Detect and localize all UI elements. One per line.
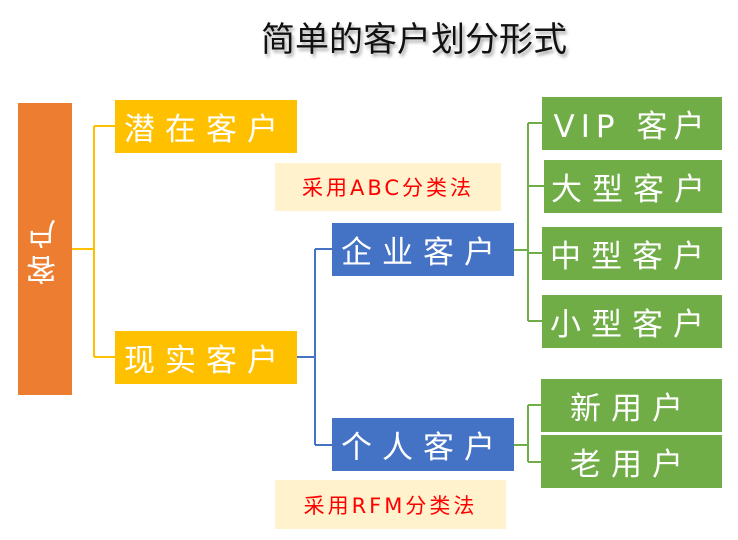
node-label: 潜在客户 bbox=[124, 112, 288, 148]
note-abc-method: 采用ABC分类法 bbox=[275, 163, 501, 211]
node-label: 小型客户 bbox=[550, 307, 714, 343]
node-actual-customer: 现实客户 bbox=[115, 331, 297, 384]
node-label: 企业客户 bbox=[341, 235, 505, 271]
node-enterprise-customer: 企业客户 bbox=[332, 223, 514, 276]
node-label: 中型客户 bbox=[550, 239, 714, 275]
node-new-user: 新用户 bbox=[541, 379, 722, 432]
note-text: 采用RFM分类法 bbox=[303, 493, 478, 518]
node-label: 现实客户 bbox=[124, 343, 288, 379]
root-connectors bbox=[72, 125, 115, 358]
note-text: 采用ABC分类法 bbox=[301, 176, 475, 200]
node-label: 新用户 bbox=[570, 391, 693, 427]
actual-connectors bbox=[297, 248, 332, 446]
node-large-customer: 大型客户 bbox=[544, 160, 722, 213]
individual-connectors bbox=[514, 404, 541, 463]
node-potential-customer: 潜在客户 bbox=[115, 100, 297, 153]
node-label: 老用户 bbox=[570, 447, 693, 483]
node-vip-customer: VIP 客户 bbox=[542, 97, 722, 150]
node-individual-customer: 个人客户 bbox=[332, 418, 514, 471]
node-old-user: 老用户 bbox=[541, 435, 722, 488]
enterprise-connectors bbox=[514, 122, 544, 322]
diagram-title: 简单的客户划分形式 bbox=[261, 20, 567, 60]
node-label: VIP 客户 bbox=[553, 109, 711, 145]
node-label: 大型客户 bbox=[551, 172, 715, 208]
node-label: 个人客户 bbox=[341, 430, 505, 466]
node-medium-customer: 中型客户 bbox=[542, 227, 722, 280]
node-small-customer: 小型客户 bbox=[542, 295, 722, 348]
root-label: 客户 bbox=[27, 213, 62, 285]
note-rfm-method: 采用RFM分类法 bbox=[275, 480, 506, 529]
root-node-customer: 客户 bbox=[18, 103, 72, 395]
